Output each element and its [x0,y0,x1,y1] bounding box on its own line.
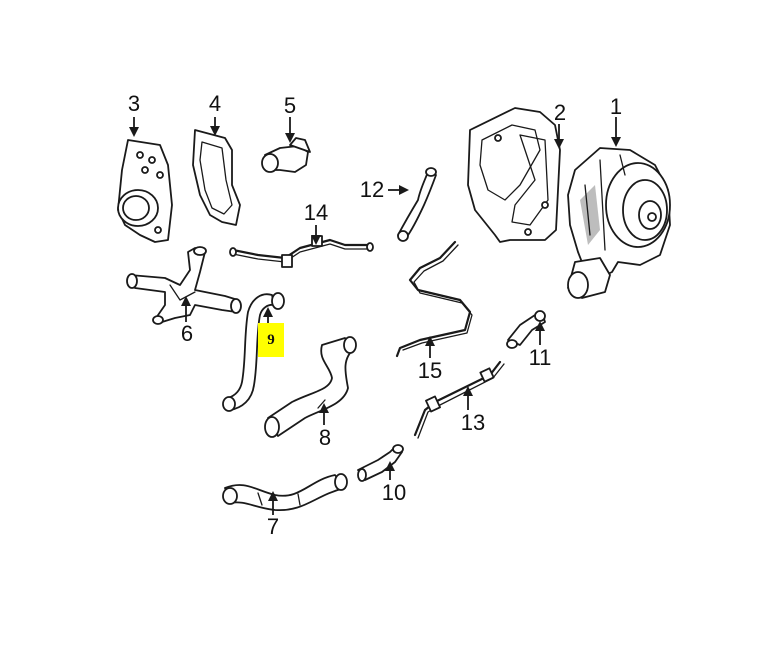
pipe-13-part[interactable] [413,360,505,439]
thermostat-housing-part[interactable] [117,139,173,243]
callout-10[interactable]: 10 [381,480,407,505]
radiator-hose-7-part[interactable] [222,473,348,511]
callout-7[interactable]: 7 [266,514,280,539]
bypass-hose-12-part[interactable] [397,167,437,242]
hose-10-part[interactable] [357,444,404,482]
callout-5[interactable]: 5 [283,93,297,118]
callout-12[interactable]: 12 [359,177,385,202]
radiator-hose-8-part[interactable] [264,336,357,438]
callout-1[interactable]: 1 [609,94,623,119]
water-pump-part[interactable] [567,147,671,299]
pipe-14-part[interactable] [229,235,374,268]
callout-4[interactable]: 4 [208,91,222,116]
gasket-part[interactable] [467,107,561,243]
callout-8[interactable]: 8 [318,425,332,450]
callout-15[interactable]: 15 [417,358,443,383]
thermostat-part[interactable] [261,137,311,173]
callout-9-highlight [258,323,284,357]
hose-9-part[interactable] [222,292,285,412]
tube-15-part[interactable] [395,240,473,358]
callout-9[interactable]: 9 [267,332,275,348]
housing-gasket-part[interactable] [192,129,241,226]
hose-11-part[interactable] [506,310,546,349]
callout-2[interactable]: 2 [553,100,567,125]
tee-hose-part[interactable] [126,246,242,325]
callout-11[interactable]: 11 [528,345,552,370]
callout-14[interactable]: 14 [303,200,329,225]
callout-13[interactable]: 13 [460,410,486,435]
leader-lines [129,117,621,515]
callout-6[interactable]: 6 [180,321,194,346]
callout-3[interactable]: 3 [127,91,141,116]
